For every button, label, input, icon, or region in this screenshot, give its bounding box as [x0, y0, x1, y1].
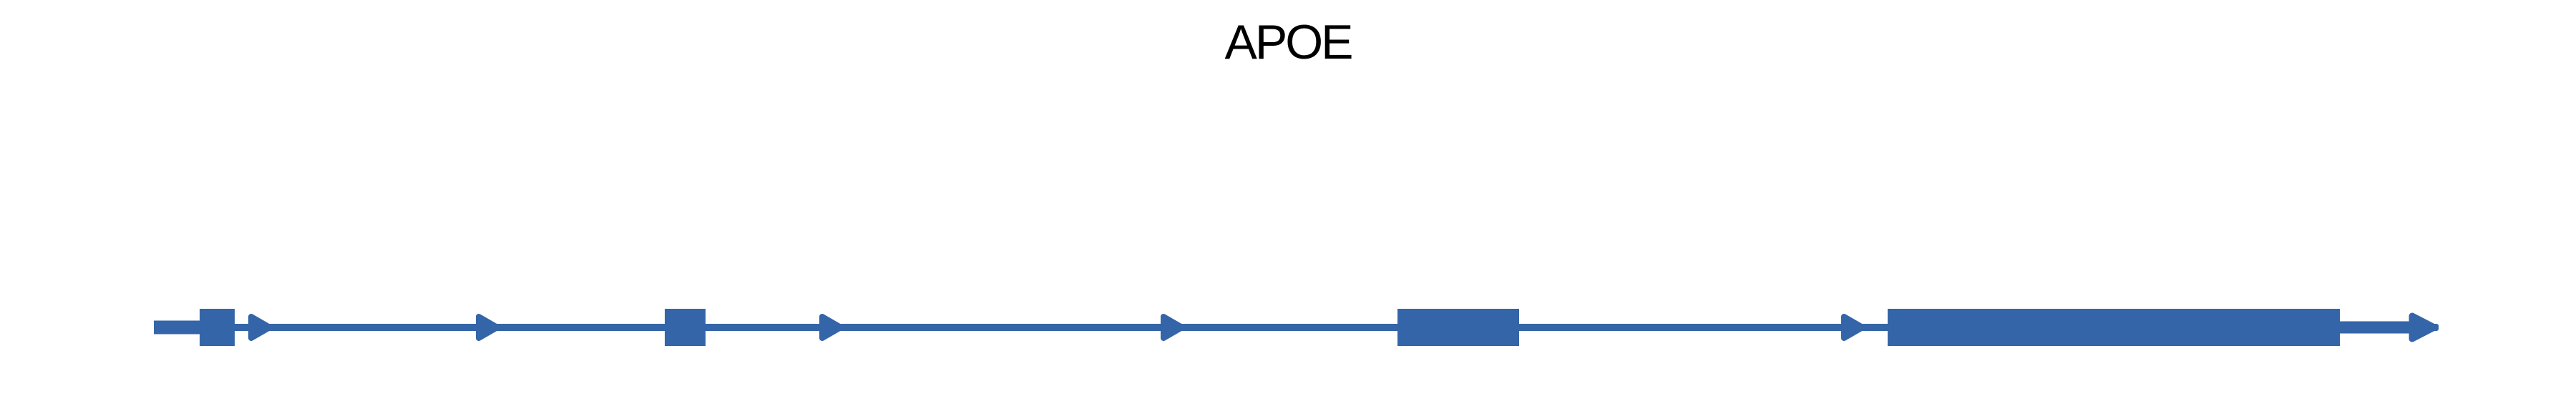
terminal-arrow-icon	[2409, 312, 2438, 342]
exon-box	[665, 309, 706, 346]
exon-box	[200, 309, 235, 346]
strand-direction-arrow-icon	[248, 314, 273, 341]
strand-direction-arrow-icon	[1161, 314, 1185, 341]
exon-box	[1397, 309, 1519, 346]
left-cap-segment	[154, 320, 202, 335]
right-cap-segment	[2340, 321, 2414, 334]
intron-line	[154, 324, 2413, 331]
gene-title: APOE	[1224, 15, 1354, 69]
strand-direction-arrow-icon	[819, 314, 844, 341]
strand-direction-arrow-icon	[1841, 314, 1865, 341]
strand-direction-arrow-icon	[476, 314, 500, 341]
terminal-arrow-tip-nub	[2432, 324, 2439, 331]
exon-box	[1888, 309, 2340, 346]
